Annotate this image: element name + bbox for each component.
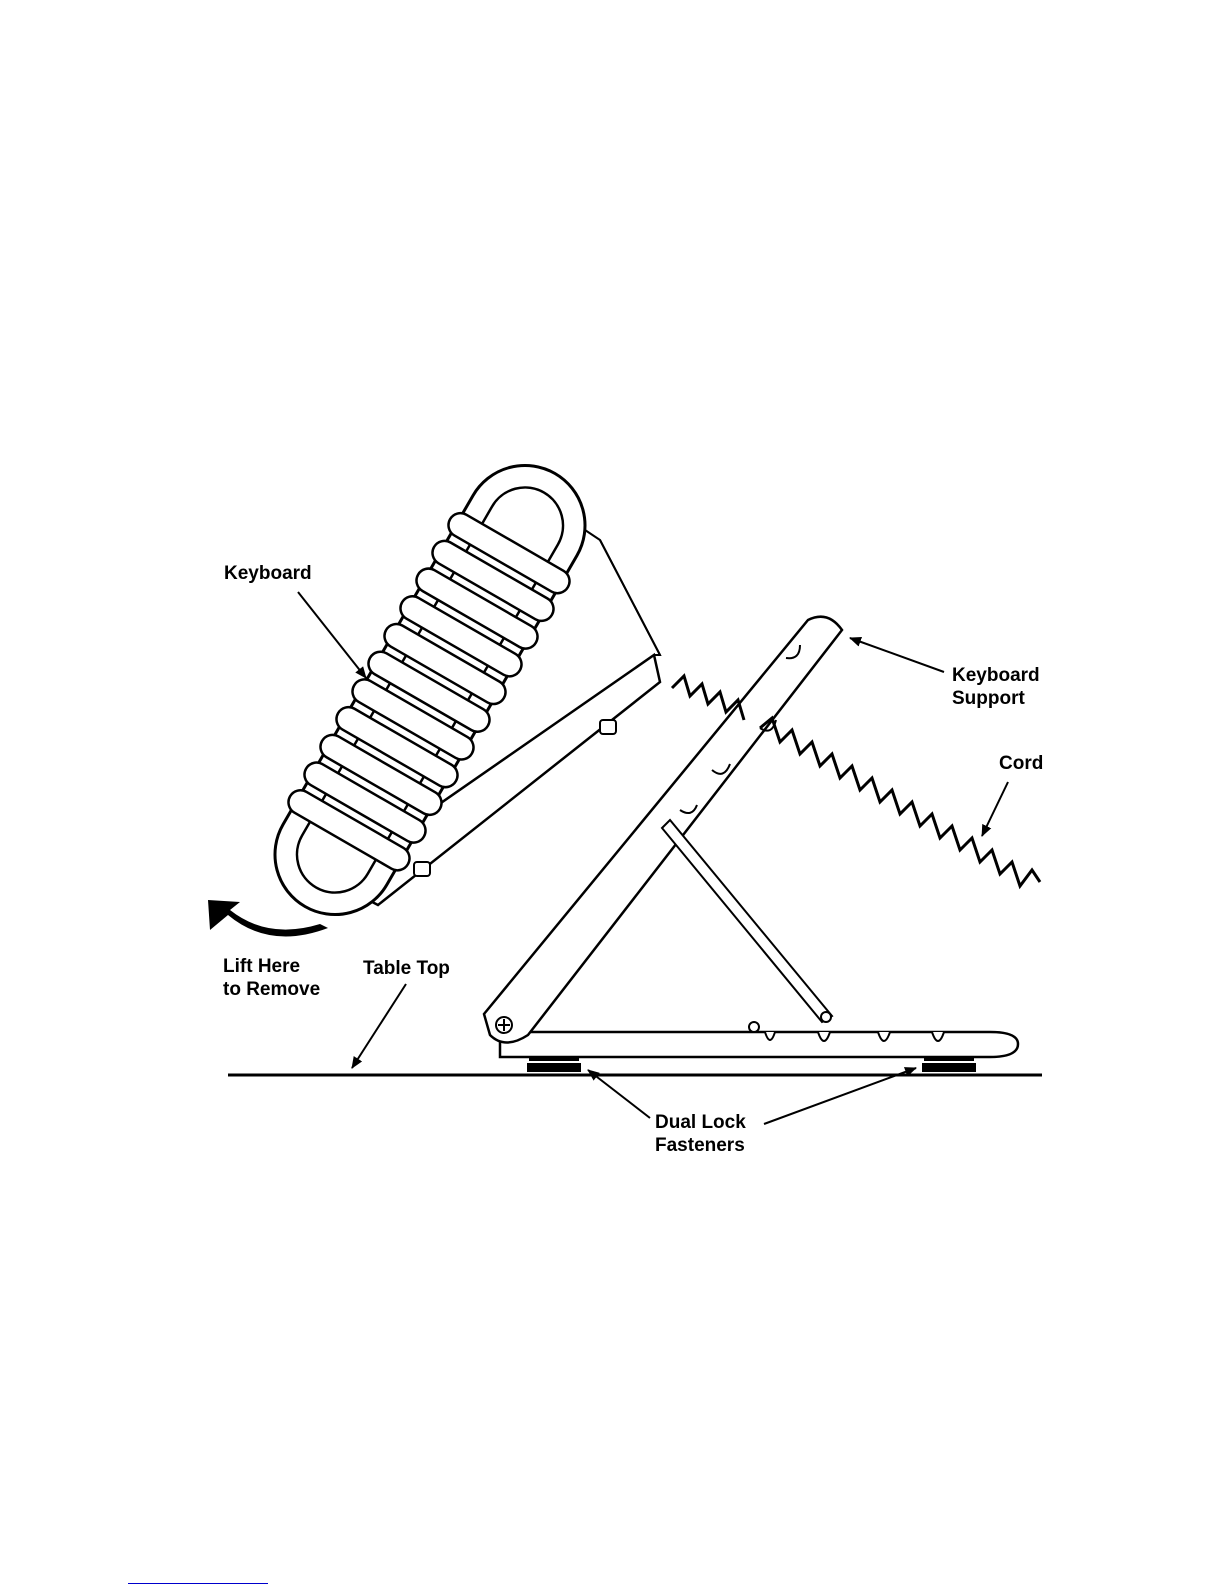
label-keyboard-support-line2: Support: [952, 687, 1040, 710]
dual-lock-leader-arrow-left: [588, 1070, 650, 1118]
label-keyboard: Keyboard: [224, 562, 312, 585]
label-table-top: Table Top: [363, 957, 450, 980]
label-dual-lock-fasteners: Dual Lock Fasteners: [655, 1111, 746, 1157]
keyboard-support-leader-arrow: [850, 638, 944, 672]
label-lift-here-line1: Lift Here: [223, 955, 320, 978]
label-lift-here: Lift Here to Remove: [223, 955, 320, 1001]
label-cord: Cord: [999, 752, 1043, 775]
label-keyboard-support: Keyboard Support: [952, 664, 1040, 710]
support-prop-rod: [662, 820, 832, 1022]
footer-link-underline: [128, 1583, 268, 1584]
label-keyboard-support-line1: Keyboard: [952, 664, 1040, 687]
dual-lock-fastener-left: [527, 1058, 581, 1072]
label-dual-lock-line1: Dual Lock: [655, 1111, 746, 1134]
dual-lock-fastener-right: [922, 1058, 976, 1072]
support-base: [500, 1022, 1018, 1057]
keyboard-leader-arrow: [298, 592, 366, 678]
table-top-leader-arrow: [352, 984, 406, 1068]
label-dual-lock-line2: Fasteners: [655, 1134, 746, 1157]
cord-leader-arrow: [982, 782, 1008, 836]
label-lift-here-line2: to Remove: [223, 978, 320, 1001]
